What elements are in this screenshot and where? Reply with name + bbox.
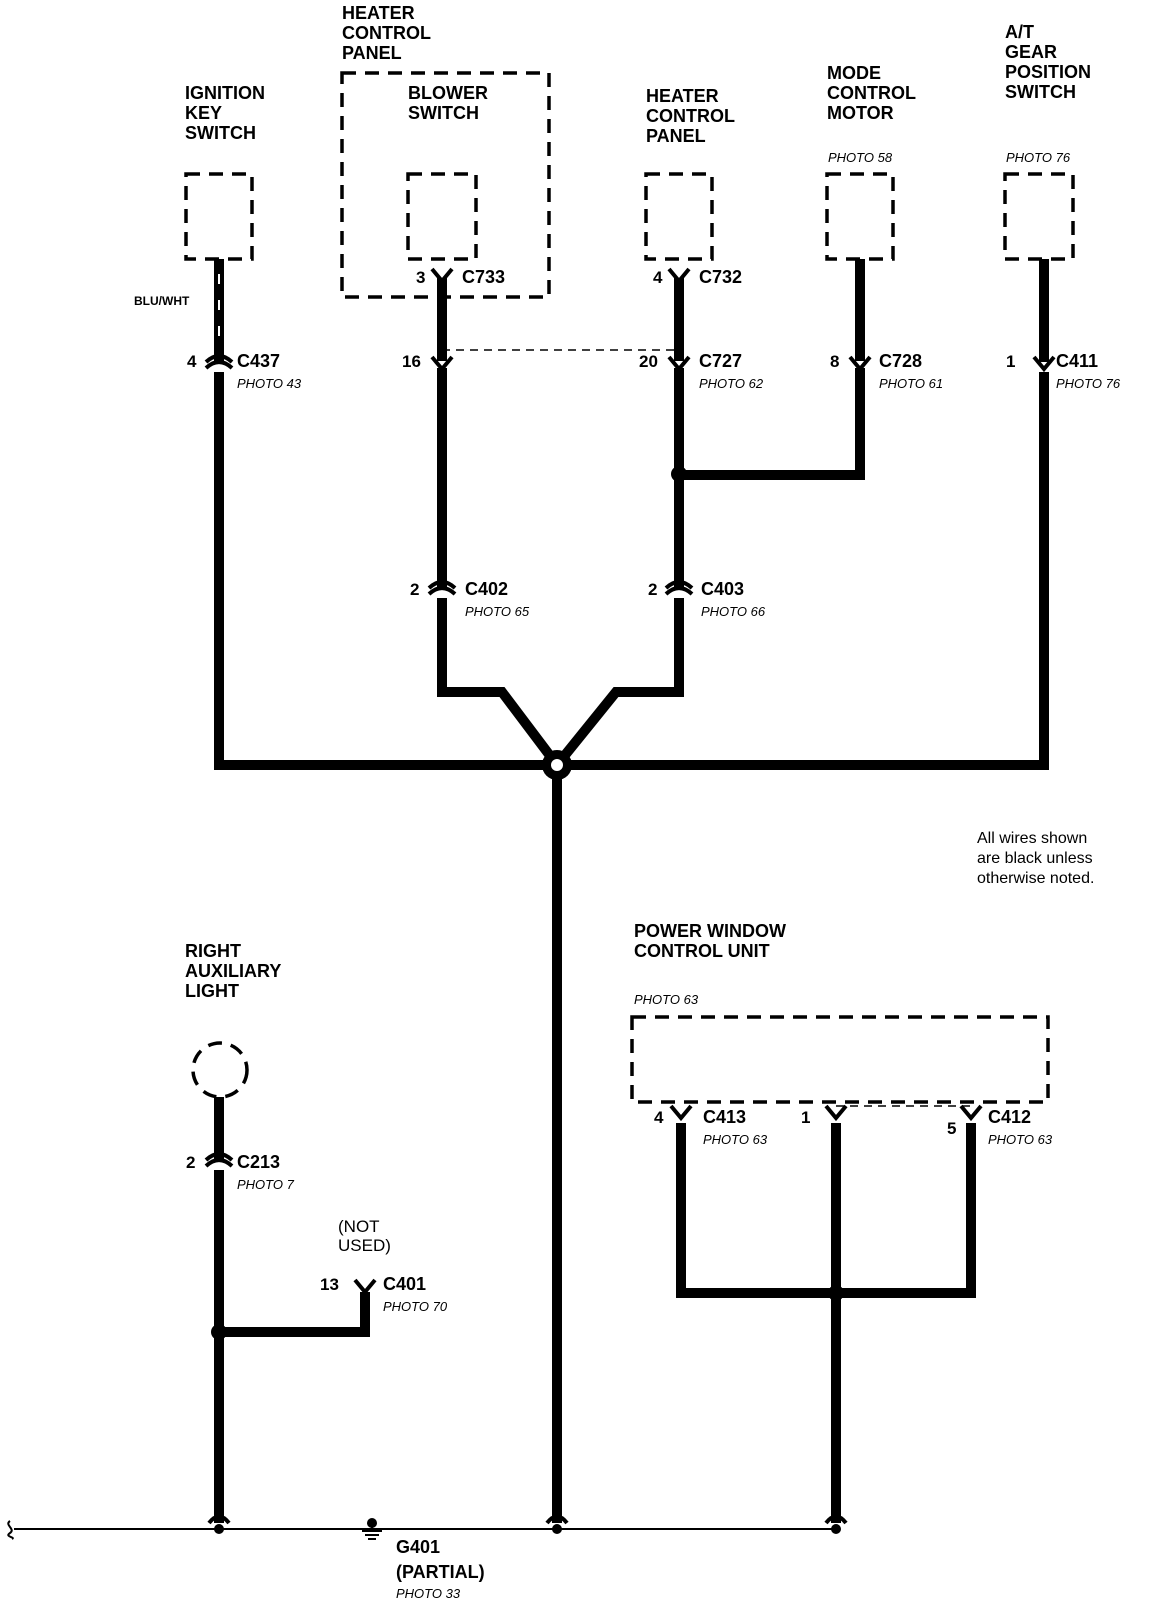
svg-text:20: 20 — [639, 352, 658, 371]
mode-control-motor-label: MODE CONTROL MOTOR — [827, 63, 921, 123]
svg-text:PHOTO 76: PHOTO 76 — [1056, 376, 1121, 391]
svg-text:4: 4 — [654, 1108, 664, 1127]
at-gear-position-switch-label: A/T GEAR POSITION SWITCH — [1005, 22, 1096, 102]
ground-g401-label: G401 (PARTIAL) PHOTO 33 — [396, 1537, 485, 1601]
connector-c402: 2 C402 PHOTO 65 — [410, 579, 530, 619]
ground-symbol-icon — [362, 1518, 382, 1540]
svg-text:4: 4 — [187, 352, 197, 371]
svg-text:16: 16 — [402, 352, 421, 371]
svg-text:G401: G401 — [396, 1537, 440, 1557]
svg-text:1: 1 — [1006, 352, 1015, 371]
connector-c412: 5 C412 PHOTO 63 — [947, 1107, 1053, 1147]
svg-text:4: 4 — [653, 268, 663, 287]
mode-control-motor-box — [825, 172, 895, 261]
power-window-control-unit-label: POWER WINDOW CONTROL UNIT — [634, 921, 791, 961]
connector-c727: 20 C727 PHOTO 62 — [639, 351, 764, 391]
svg-text:PHOTO 61: PHOTO 61 — [879, 376, 943, 391]
heater-control-panel-box — [644, 172, 714, 261]
svg-text:C728: C728 — [879, 351, 922, 371]
svg-text:3: 3 — [416, 268, 425, 287]
svg-text:C732: C732 — [699, 267, 742, 287]
connector-c403: 2 C403 PHOTO 66 — [648, 579, 766, 619]
svg-text:C727: C727 — [699, 351, 742, 371]
svg-text:(PARTIAL): (PARTIAL) — [396, 1562, 485, 1582]
connector-c413: 4 C413 PHOTO 63 — [654, 1107, 768, 1147]
connector-c437: 4 C437 PHOTO 43 — [187, 351, 302, 391]
connector-symbols — [204, 267, 1056, 1525]
splices — [211, 466, 844, 1534]
svg-text:PHOTO 33: PHOTO 33 — [396, 1586, 461, 1601]
svg-text:C401: C401 — [383, 1274, 426, 1294]
svg-text:PHOTO 63: PHOTO 63 — [988, 1132, 1053, 1147]
wires — [7, 259, 1049, 1540]
svg-text:1: 1 — [801, 1108, 810, 1127]
svg-text:8: 8 — [830, 352, 839, 371]
connector-c727-pin16: 16 — [402, 352, 421, 371]
svg-text:PHOTO 65: PHOTO 65 — [465, 604, 530, 619]
svg-text:C412: C412 — [988, 1107, 1031, 1127]
connector-c213: 2 C213 PHOTO 7 — [186, 1152, 295, 1192]
svg-text:2: 2 — [648, 580, 657, 599]
svg-text:13: 13 — [320, 1275, 339, 1294]
svg-text:C733: C733 — [462, 267, 505, 287]
svg-text:C437: C437 — [237, 351, 280, 371]
connector-c733: 3 C733 — [416, 267, 505, 287]
svg-text:C213: C213 — [237, 1152, 280, 1172]
heater-control-panel-label: HEATER CONTROL PANEL — [646, 86, 740, 146]
svg-text:PHOTO 7: PHOTO 7 — [237, 1177, 295, 1192]
svg-text:2: 2 — [186, 1153, 195, 1172]
svg-text:C403: C403 — [701, 579, 744, 599]
power-window-control-unit-box — [630, 1015, 1050, 1104]
not-used-label: (NOT USED) — [338, 1217, 391, 1255]
heater-control-panel-outer-label: HEATER CONTROL PANEL — [342, 3, 436, 63]
connector-c728: 8 C728 PHOTO 61 — [830, 351, 943, 391]
ignition-key-switch-box — [184, 172, 254, 261]
power-window-control-unit-photo: PHOTO 63 — [634, 992, 699, 1007]
wire-color-note: All wires shown are black unless otherwi… — [977, 830, 1097, 887]
svg-text:PHOTO 66: PHOTO 66 — [701, 604, 766, 619]
connector-c412-pin1: 1 — [801, 1108, 810, 1127]
right-auxiliary-light-symbol — [191, 1041, 249, 1099]
svg-text:C411: C411 — [1056, 351, 1098, 371]
connector-c732: 4 C732 — [653, 267, 742, 287]
at-gear-position-switch-box — [1003, 172, 1075, 261]
right-auxiliary-light-label: RIGHT AUXILIARY LIGHT — [185, 941, 286, 1001]
mode-control-motor-photo: PHOTO 58 — [828, 150, 893, 165]
wire-color-label: BLU/WHT — [134, 294, 190, 308]
connector-c401: 13 C401 PHOTO 70 — [320, 1274, 448, 1314]
connector-c411: 1 C411 PHOTO 76 — [1006, 351, 1121, 391]
at-gear-position-switch-photo: PHOTO 76 — [1006, 150, 1071, 165]
blower-switch-box — [406, 172, 478, 261]
svg-text:5: 5 — [947, 1119, 956, 1138]
svg-text:C402: C402 — [465, 579, 508, 599]
svg-text:2: 2 — [410, 580, 419, 599]
svg-text:PHOTO 43: PHOTO 43 — [237, 376, 302, 391]
svg-text:PHOTO 63: PHOTO 63 — [703, 1132, 768, 1147]
ignition-key-switch-label: IGNITION KEY SWITCH — [185, 83, 270, 143]
blower-switch-label: BLOWER SWITCH — [408, 83, 493, 123]
svg-text:PHOTO 70: PHOTO 70 — [383, 1299, 448, 1314]
svg-text:PHOTO 62: PHOTO 62 — [699, 376, 764, 391]
svg-text:C413: C413 — [703, 1107, 746, 1127]
